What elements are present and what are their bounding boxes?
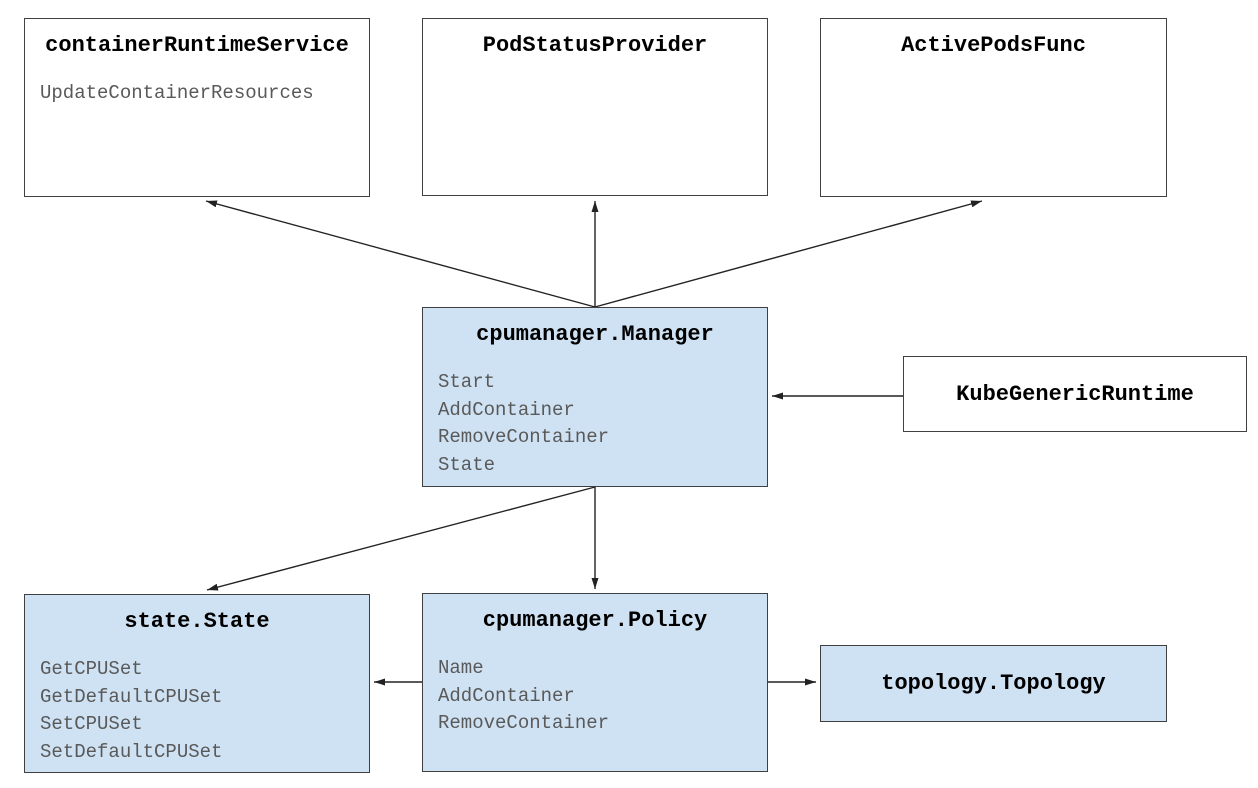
node-cpumanager-policy: cpumanager.Policy Name AddContainer Remo… [422,593,768,772]
method: UpdateContainerResources [40,82,314,104]
method: SetDefaultCPUSet [40,740,223,763]
node-cpumanager-manager: cpumanager.Manager Start AddContainer Re… [422,307,768,487]
node-active-pods-func: ActivePodsFunc [820,18,1167,197]
method: AddContainer [438,684,575,707]
node-pod-status-provider: PodStatusProvider [422,18,768,196]
node-title: cpumanager.Policy [482,608,708,633]
node-state-state: state.State GetCPUSet GetDefaultCPUSet S… [24,594,370,773]
node-title: state.State [124,609,270,634]
node-title: KubeGenericRuntime [956,381,1194,407]
node-title: cpumanager.Manager [476,322,714,347]
node-methods: Name AddContainer RemoveContainer [423,655,767,738]
method: Name [438,657,484,679]
node-title: ActivePodsFunc [901,33,1086,58]
node-title: containerRuntimeService [45,33,349,58]
node-methods: Start AddContainer RemoveContainer State [423,369,767,479]
method: Start [438,371,496,393]
method: State [438,453,496,476]
method: GetDefaultCPUSet [40,685,223,708]
node-title: PodStatusProvider [482,33,708,58]
method: RemoveContainer [438,426,610,448]
node-methods: GetCPUSet GetDefaultCPUSet SetCPUSet Set… [25,656,369,766]
node-kube-generic-runtime: KubeGenericRuntime [903,356,1247,432]
method: RemoveContainer [438,712,610,734]
arrow-manager-to-state [206,486,596,591]
arrow-manager-to-container-runtime-service [205,200,596,308]
node-topology-topology: topology.Topology [820,645,1167,722]
arrow-manager-to-active-pods-func [594,200,983,308]
node-container-runtime-service: containerRuntimeService UpdateContainerR… [24,18,370,197]
node-title: topology.Topology [881,671,1106,696]
method: AddContainer [438,398,575,421]
method: SetCPUSet [40,713,143,735]
node-methods: UpdateContainerResources [25,80,369,108]
method: GetCPUSet [40,658,143,680]
